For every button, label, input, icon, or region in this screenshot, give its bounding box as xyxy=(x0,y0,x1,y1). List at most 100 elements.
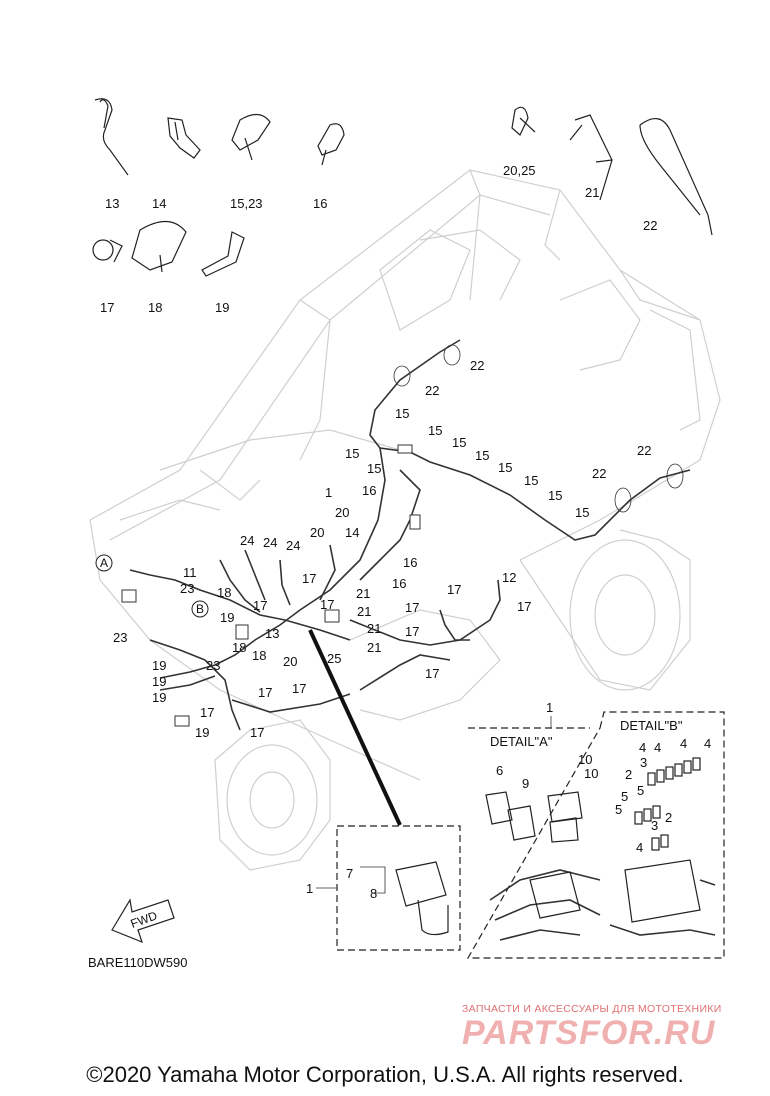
clamp-14-icon xyxy=(167,117,201,159)
part-label: 19 xyxy=(220,610,234,625)
part-label: 21 xyxy=(356,586,370,601)
detail-label: 3 xyxy=(651,818,658,833)
vehicle-label-group: 22 22 15 15 15 15 15 15 15 15 15 15 22 2… xyxy=(113,358,651,740)
clip-label: 21 xyxy=(585,185,599,200)
part-label: 22 xyxy=(425,383,439,398)
detail-leader-line xyxy=(308,629,402,826)
part-label: 15 xyxy=(548,488,562,503)
part-label: 17 xyxy=(320,597,334,612)
detail-label: 10 xyxy=(584,766,598,781)
clip-label: 17 xyxy=(100,300,114,315)
part-label: 17 xyxy=(517,599,531,614)
part-label: 20 xyxy=(310,525,324,540)
detail-label: 2 xyxy=(625,767,632,782)
clip-label: 22 xyxy=(643,218,657,233)
detail-label: 5 xyxy=(621,789,628,804)
part-label: 21 xyxy=(367,621,381,636)
part-label: 12 xyxy=(502,570,516,585)
tie-19-icon xyxy=(201,231,245,277)
part-label: 15 xyxy=(575,505,589,520)
part-label: 15 xyxy=(524,473,538,488)
detail-label: 5 xyxy=(615,802,622,817)
clip-label: 20,25 xyxy=(503,163,536,178)
part-label: 15 xyxy=(475,448,489,463)
clip-label: 19 xyxy=(215,300,229,315)
detail-label: 6 xyxy=(496,763,503,778)
clip-icons xyxy=(92,98,713,277)
part-label: 18 xyxy=(232,640,246,655)
part-label: 15 xyxy=(395,406,409,421)
part-label: 18 xyxy=(252,648,266,663)
part-label: 16 xyxy=(403,555,417,570)
part-label: 15 xyxy=(498,460,512,475)
callout-a: A xyxy=(95,554,113,572)
part-label: 22 xyxy=(470,358,484,373)
part-label: 22 xyxy=(637,443,651,458)
part-label: 17 xyxy=(302,571,316,586)
part-label: 24 xyxy=(240,533,254,548)
detail-label: 1 xyxy=(546,700,553,715)
wiring-harness xyxy=(121,339,691,731)
part-label: 16 xyxy=(362,483,376,498)
part-label: 19 xyxy=(152,674,166,689)
part-label: 15 xyxy=(428,423,442,438)
part-label: 21 xyxy=(367,640,381,655)
band-clip-18-icon xyxy=(131,220,187,273)
part-label: 19 xyxy=(152,690,166,705)
vehicle-body xyxy=(89,169,721,871)
part-label: 23 xyxy=(113,630,127,645)
part-label: 17 xyxy=(425,666,439,681)
callout-a-label: A xyxy=(100,556,108,570)
clip-label-group: 13 14 15,23 16 20,25 21 22 17 18 19 xyxy=(100,163,657,315)
part-label: 18 xyxy=(217,585,231,600)
callout-b: B xyxy=(191,600,209,618)
detail-label: 4 xyxy=(654,740,661,755)
relay-detail-box: 1 7 8 xyxy=(306,825,461,951)
part-label: 17 xyxy=(253,598,267,613)
detail-box: DETAIL"A" DETAIL"B" 1 6 9 10 10 4 4 4 4 … xyxy=(466,700,725,959)
part-label: 19 xyxy=(195,725,209,740)
detail-label: 4 xyxy=(704,736,711,751)
clip-label: 13 xyxy=(105,196,119,211)
tie-21-icon xyxy=(569,114,613,201)
fuse-row xyxy=(634,757,701,851)
part-label: 17 xyxy=(258,685,272,700)
relay-label: 8 xyxy=(370,886,377,901)
detail-label: 10 xyxy=(578,752,592,767)
detail-label: 4 xyxy=(636,840,643,855)
part-label: 20 xyxy=(283,654,297,669)
detail-b-title: DETAIL"B" xyxy=(620,718,683,733)
clip-label: 18 xyxy=(148,300,162,315)
part-label: 17 xyxy=(447,582,461,597)
part-label: 20 xyxy=(335,505,349,520)
part-label: 17 xyxy=(200,705,214,720)
detail-label: 5 xyxy=(637,783,644,798)
part-label: 23 xyxy=(206,658,220,673)
detail-label: 4 xyxy=(680,736,687,751)
part-label: 11 xyxy=(183,565,197,580)
fwd-arrow-icon: FWD xyxy=(111,898,175,944)
clip-label: 15,23 xyxy=(230,196,263,211)
detail-label: 9 xyxy=(522,776,529,791)
part-label: 1 xyxy=(325,485,332,500)
part-label: 15 xyxy=(452,435,466,450)
part-label: 25 xyxy=(327,651,341,666)
detail-label: 2 xyxy=(665,810,672,825)
part-label: 17 xyxy=(405,624,419,639)
detail-label: 4 xyxy=(639,740,646,755)
part-label: 17 xyxy=(405,600,419,615)
callout-b-label: B xyxy=(196,602,204,616)
detail-a-title: DETAIL"A" xyxy=(490,734,553,749)
clip-label: 16 xyxy=(313,196,327,211)
part-label: 24 xyxy=(263,535,277,550)
watermark-logo: PARTSFOR.RU xyxy=(462,1014,716,1052)
part-label: 17 xyxy=(292,681,306,696)
part-label: 13 xyxy=(265,626,279,641)
part-label: 19 xyxy=(152,658,166,673)
clip-16-icon xyxy=(317,123,345,166)
part-label: 23 xyxy=(180,581,194,596)
part-label: 16 xyxy=(392,576,406,591)
part-label: 17 xyxy=(250,725,264,740)
part-label: 15 xyxy=(345,446,359,461)
